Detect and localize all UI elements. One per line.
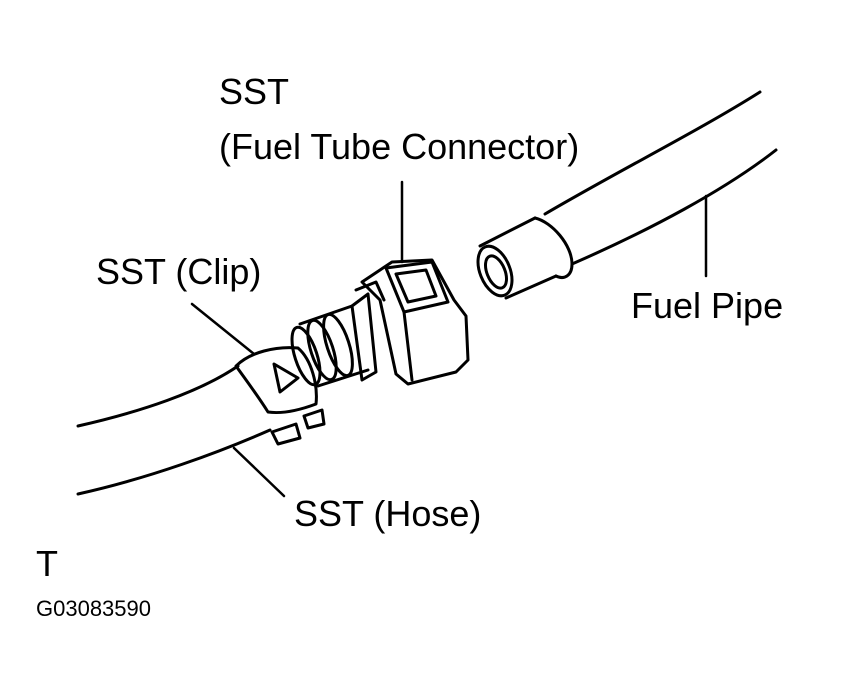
connector-rib-1: [290, 325, 322, 387]
label-fuel-pipe: Fuel Pipe: [631, 285, 784, 326]
fuel-pipe-opening-inner: [484, 254, 508, 290]
leader-sst-hose: [232, 446, 286, 498]
connector-sleeve-top: [298, 304, 354, 326]
sst-hose: [76, 364, 272, 496]
connector-button-outer: [384, 260, 450, 314]
fuel-pipe-end-top: [478, 216, 537, 248]
connector-rib-2: [306, 318, 338, 382]
label-sst-hose: SST (Hose): [294, 493, 482, 534]
fuel-pipe-top-edge: [543, 90, 762, 216]
fuel-pipe-opening-outer: [476, 244, 514, 298]
connector-button-inner: [394, 268, 438, 304]
connector-body-side: [350, 292, 378, 382]
sst-clip: [234, 346, 326, 446]
sst-clip-triangle: [272, 362, 300, 394]
connector-body-top: [354, 280, 386, 302]
sst-clip-band: [234, 346, 318, 414]
sst-hose-top-edge: [76, 364, 240, 428]
connector-head: [360, 258, 470, 386]
connector-head-edge: [402, 310, 414, 382]
leader-sst-clip: [190, 302, 256, 356]
leader-lines: [190, 180, 708, 498]
corner-letter: T: [36, 543, 58, 584]
sst-hose-bottom-edge: [76, 428, 272, 496]
fuel-pipe-end-bottom: [504, 274, 558, 300]
label-sst-clip: SST (Clip): [96, 251, 262, 292]
fuel-pipe-flange: [533, 216, 574, 279]
sst-fuel-tube-connector: [290, 258, 470, 388]
label-fuel-tube-connector: (Fuel Tube Connector): [219, 126, 580, 167]
fuel-pipe: [476, 90, 778, 300]
sst-clip-tab-left: [270, 422, 302, 446]
fuel-pipe-bottom-edge: [570, 148, 778, 266]
label-sst: SST: [219, 71, 290, 112]
sst-clip-tab-right: [302, 408, 326, 430]
connector-rib-3: [322, 312, 354, 378]
figure-code: G03083590: [36, 596, 151, 621]
